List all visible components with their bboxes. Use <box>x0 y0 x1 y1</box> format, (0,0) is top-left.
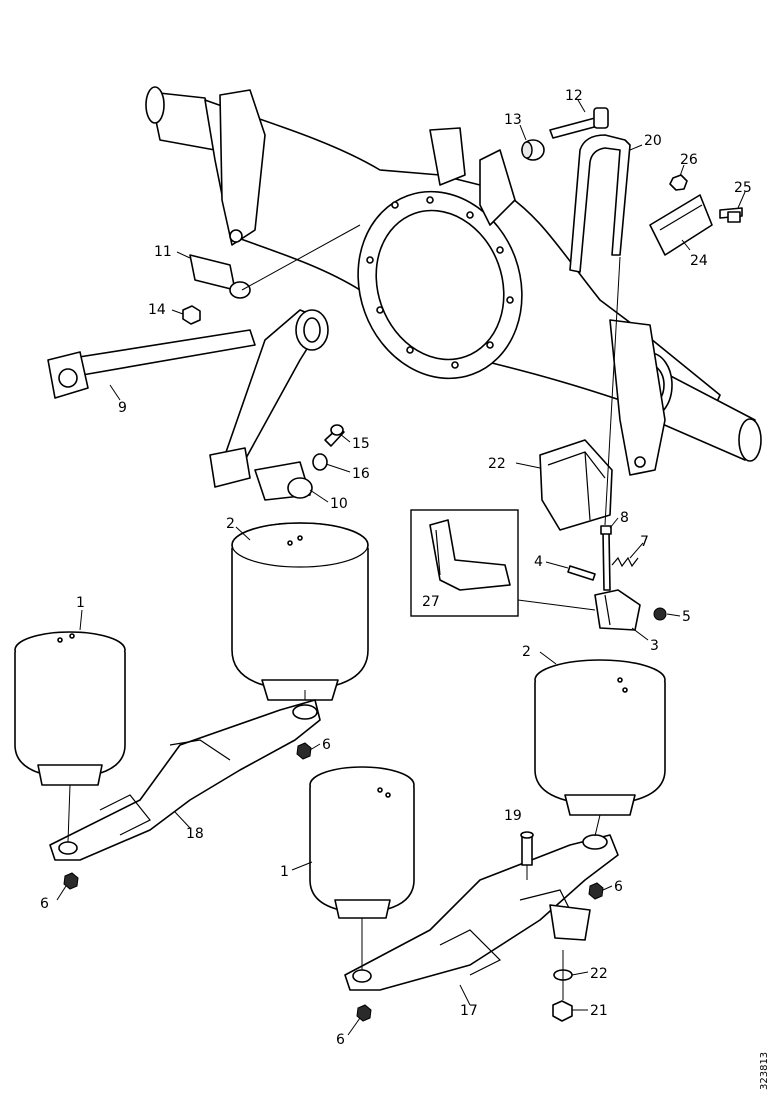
washer-16 <box>312 453 328 471</box>
reaction-rod-9 <box>47 309 329 488</box>
bolt-8 <box>600 525 612 591</box>
nut-21 <box>552 1000 573 1022</box>
label-1-left: 1 <box>76 595 85 611</box>
label-3: 3 <box>650 638 659 654</box>
label-6-left: 6 <box>40 896 49 912</box>
label-27: 27 <box>422 594 440 610</box>
leader-lines <box>56 99 746 1036</box>
part-labels: 12 13 20 26 25 24 11 14 9 15 16 10 22 8 … <box>40 88 770 1090</box>
label-22-lower: 22 <box>590 966 608 982</box>
bushing-11 <box>189 254 251 299</box>
axle-housing <box>145 86 762 476</box>
label-21: 21 <box>590 1003 608 1019</box>
label-6-mid: 6 <box>322 737 331 753</box>
document-number: 323813 <box>759 1052 770 1090</box>
bolt-25 <box>719 207 743 223</box>
label-7: 7 <box>640 534 649 550</box>
air-spring-2-upper <box>231 522 369 701</box>
u-bolt <box>569 134 631 273</box>
nut-5 <box>653 607 667 621</box>
label-2-upper: 2 <box>226 516 235 532</box>
spring-7 <box>611 556 639 568</box>
nut-6-mid <box>296 742 312 760</box>
label-5: 5 <box>682 609 691 625</box>
nut-6-right <box>588 882 604 900</box>
label-4: 4 <box>534 554 543 570</box>
nut-6-left <box>63 872 79 890</box>
label-6-right: 6 <box>614 879 623 895</box>
label-16: 16 <box>352 466 370 482</box>
spring-carrier-17 <box>344 834 619 991</box>
label-20: 20 <box>644 133 662 149</box>
spring-carrier-18 <box>49 699 321 861</box>
label-11: 11 <box>154 244 172 260</box>
nut-14 <box>182 305 201 325</box>
air-spring-1-center <box>309 766 415 919</box>
label-24: 24 <box>690 253 708 269</box>
label-13: 13 <box>504 112 522 128</box>
label-1-center: 1 <box>280 864 289 880</box>
bushing-10 <box>254 461 313 501</box>
bolt-12 <box>549 107 609 139</box>
label-12: 12 <box>565 88 583 104</box>
label-14: 14 <box>148 302 166 318</box>
nut-26 <box>669 174 688 191</box>
label-22-upper: 22 <box>488 456 506 472</box>
bolt-15 <box>324 424 345 447</box>
label-8-upper: 8 <box>620 510 629 526</box>
label-26: 26 <box>680 152 698 168</box>
label-9: 9 <box>118 400 127 416</box>
detail-inset <box>410 509 596 617</box>
label-6-bottom: 6 <box>336 1032 345 1048</box>
label-10: 10 <box>330 496 348 512</box>
label-15: 15 <box>352 436 370 452</box>
bracket-3 <box>594 589 641 631</box>
bolt-4 <box>567 565 596 581</box>
air-spring-2-right <box>534 659 666 816</box>
bracket-22 <box>539 439 613 531</box>
bushing-13 <box>521 139 545 161</box>
label-17: 17 <box>460 1003 478 1019</box>
plate-24 <box>649 194 713 256</box>
bolt-19 <box>520 831 534 866</box>
label-18: 18 <box>186 826 204 842</box>
nut-6-bottom <box>356 1004 372 1022</box>
label-2-right: 2 <box>522 644 531 660</box>
air-spring-1-left <box>14 631 126 786</box>
label-25: 25 <box>734 180 752 196</box>
label-19: 19 <box>504 808 522 824</box>
